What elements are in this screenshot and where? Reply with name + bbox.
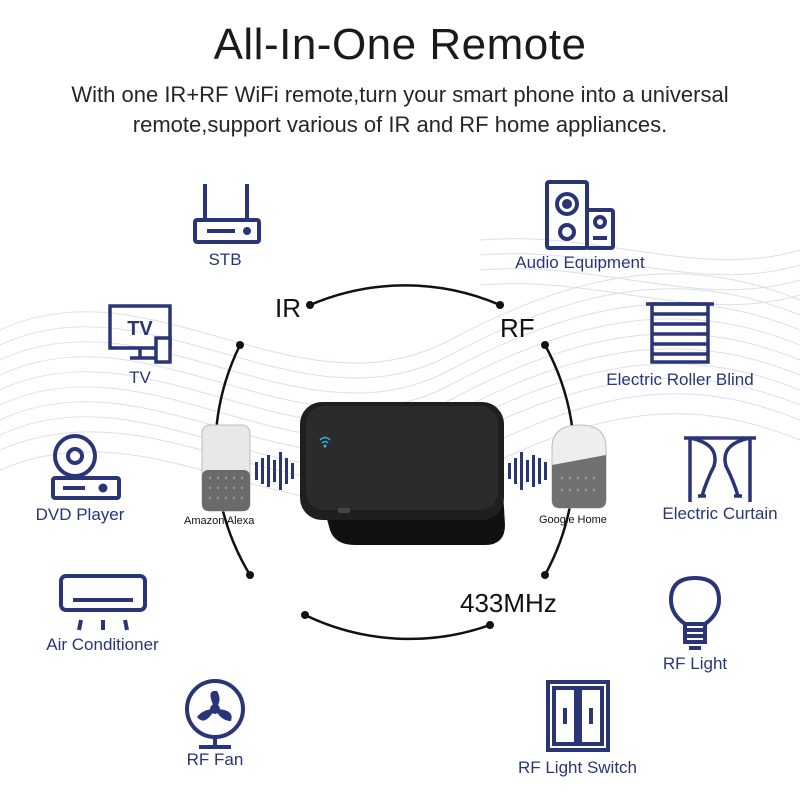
hub-device — [300, 402, 505, 545]
tv-label: TV — [129, 368, 151, 387]
ir-label: IR — [275, 293, 301, 323]
curtain-icon — [684, 436, 756, 502]
google-home-label: Google Home — [539, 514, 607, 526]
speaker-icon — [545, 180, 615, 250]
air-conditioner-label: Air Conditioner — [46, 635, 159, 654]
google-home-speaker — [551, 424, 607, 509]
rf-light-label: RF Light — [662, 654, 728, 673]
sound-wave-left — [255, 452, 294, 490]
roller-blind-label: Electric Roller Blind — [606, 370, 754, 389]
audio-label: Audio Equipment — [515, 253, 645, 272]
dvd-player-icon — [51, 434, 121, 500]
svg-text:TV: TV — [127, 318, 153, 340]
set-top-box-icon — [193, 184, 261, 244]
page-subtitle: With one IR+RF WiFi remote,turn your sma… — [71, 82, 729, 137]
roller-blind-icon — [646, 302, 714, 364]
air-conditioner-icon — [58, 574, 147, 631]
air-conditioner-item: Air Conditioner — [30, 570, 175, 655]
stb-item: STB — [180, 180, 270, 270]
audio-item: Audio Equipment — [495, 178, 665, 273]
alexa-label: Amazon Alexa — [184, 515, 255, 527]
rf-label: RF — [500, 313, 535, 343]
alexa-speaker — [201, 424, 251, 512]
circle-arc-top — [309, 284, 501, 307]
dvd-item: DVD Player — [30, 430, 130, 525]
tv-item: TV TV — [95, 300, 185, 388]
circle-arc-bottom — [304, 613, 491, 641]
rf-fan-label: RF Fan — [186, 750, 244, 769]
rf-light-item: RF Light — [650, 572, 740, 674]
rf-light-switch-label: RF Light Switch — [517, 758, 638, 777]
curtain-item: Electric Curtain — [645, 432, 795, 524]
sound-wave-right — [508, 452, 547, 490]
dvd-label: DVD Player — [35, 505, 125, 524]
rf-light-switch-item: RF Light Switch — [495, 678, 660, 778]
rf-fan-item: RF Fan — [170, 675, 260, 770]
page-title: All-In-One Remote — [213, 20, 587, 69]
roller-blind-item: Electric Roller Blind — [580, 298, 780, 390]
stb-label: STB — [208, 250, 242, 269]
light-bulb-icon — [668, 575, 722, 650]
tv-icon: TV — [108, 304, 172, 364]
light-switch-icon — [546, 680, 610, 752]
fan-icon — [185, 679, 245, 749]
curtain-label: Electric Curtain — [662, 504, 778, 523]
frequency-label: 433MHz — [460, 588, 557, 618]
